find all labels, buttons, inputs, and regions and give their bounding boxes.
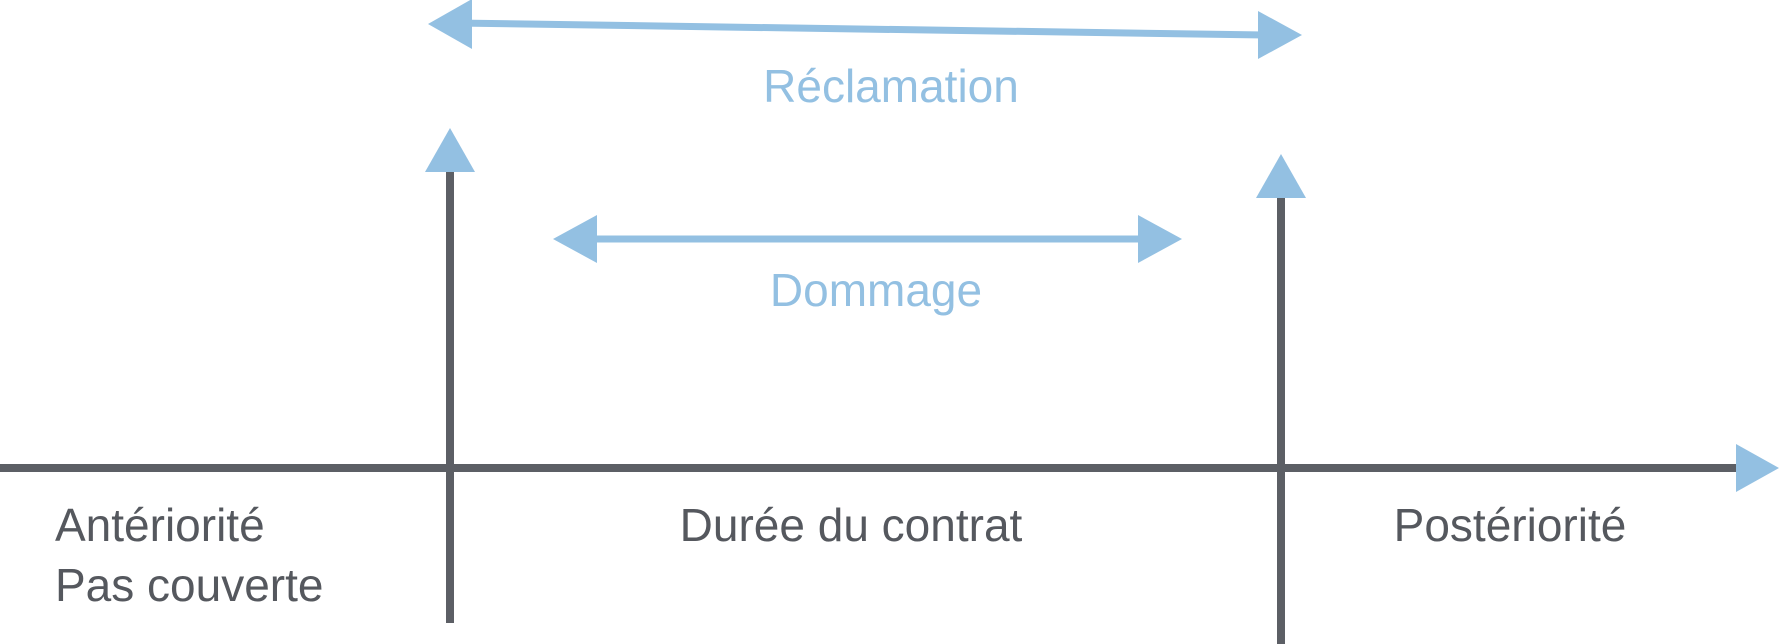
not-covered-label: Pas couverte bbox=[55, 559, 323, 611]
claim-arrow-shaft bbox=[454, 19, 1266, 39]
timeline-arrowhead bbox=[1736, 444, 1779, 492]
damage-arrow-right-head bbox=[1138, 215, 1182, 263]
before-period-label: Antériorité bbox=[55, 499, 265, 551]
claim-arrow-left-head bbox=[428, 0, 472, 49]
after-period-label: Postériorité bbox=[1394, 499, 1627, 551]
claim-label: Réclamation bbox=[763, 60, 1019, 112]
contract-start-arrowhead bbox=[425, 128, 475, 172]
damage-arrow-left-head bbox=[553, 215, 597, 263]
damage-arrow bbox=[553, 215, 1182, 263]
claim-arrow bbox=[428, 0, 1302, 59]
contract-end-arrowhead bbox=[1256, 154, 1306, 198]
contract-duration-label: Durée du contrat bbox=[680, 499, 1023, 551]
damage-label: Dommage bbox=[770, 264, 982, 316]
claim-arrow-right-head bbox=[1258, 11, 1302, 59]
